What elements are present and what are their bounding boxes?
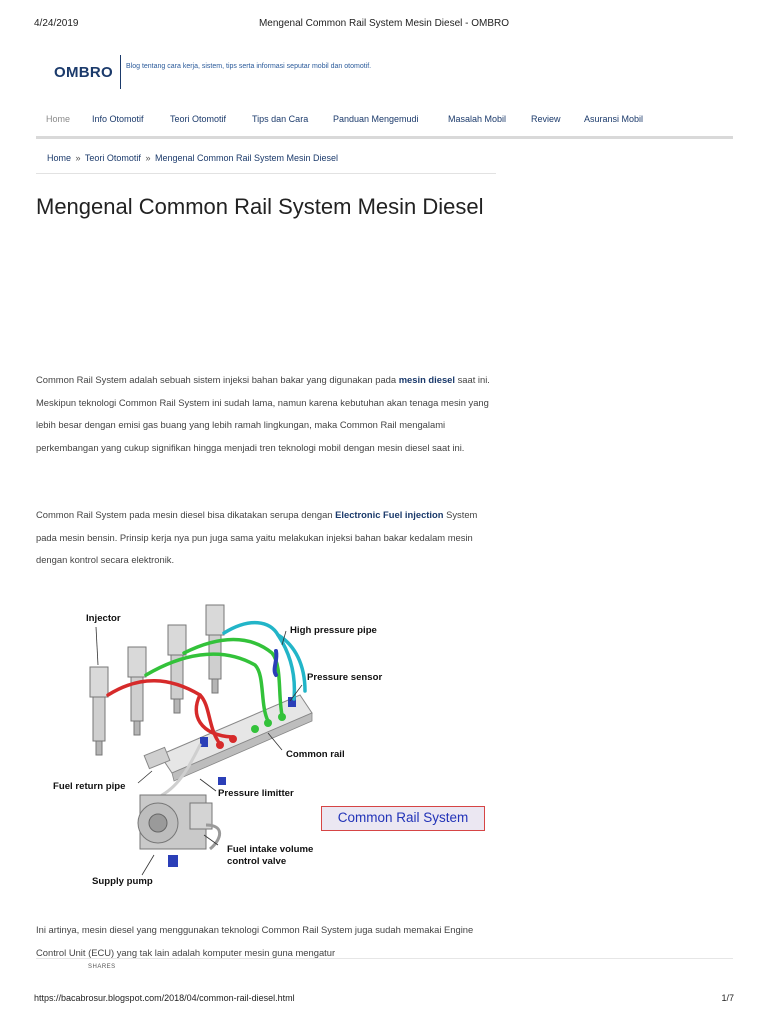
paragraph-text: System pada mesin bensin. Prinsip kerja … [36, 509, 478, 565]
shares-divider [36, 958, 733, 959]
paragraph-text: Common Rail System pada mesin diesel bis… [36, 509, 336, 520]
breadcrumb-current[interactable]: Mengenal Common Rail System Mesin Diesel [154, 153, 339, 163]
breadcrumb-separator: » [75, 153, 81, 163]
print-doc-title: Mengenal Common Rail System Mesin Diesel… [258, 18, 510, 29]
nav-item-review[interactable]: Review [531, 114, 561, 124]
link-electronic-fuel-injection[interactable]: Electronic Fuel injection [335, 509, 444, 520]
breadcrumb-home[interactable]: Home [47, 153, 72, 163]
common-rail-diagram: Injector High pressure pipe Pressure sen… [50, 595, 490, 890]
label-common-rail: Common rail [286, 749, 345, 760]
nav-item-info-otomotif[interactable]: Info Otomotif [92, 114, 144, 124]
common-rail-body [143, 694, 313, 782]
label-fuel-return-pipe: Fuel return pipe [53, 781, 126, 792]
nav-item-teori-otomotif[interactable]: Teori Otomotif [170, 114, 227, 124]
label-pressure-limitter: Pressure limitter [218, 788, 294, 799]
nav-item-asuransi-mobil[interactable]: Asuransi Mobil [584, 114, 644, 124]
site-logo[interactable]: OMBRO [54, 64, 113, 81]
label-control-valve: control valve [227, 856, 287, 867]
label-fuel-intake-volume: Fuel intake volume [227, 844, 314, 855]
paragraph-text: saat ini. Meskipun teknologi Common Rail… [36, 374, 490, 453]
breadcrumb-separator: » [145, 153, 151, 163]
shares-label: SHARES [88, 964, 116, 970]
breadcrumb-divider [36, 173, 496, 174]
post-paragraph-1: Common Rail System adalah sebuah sistem … [36, 369, 496, 459]
nav-item-tips-dan-cara[interactable]: Tips dan Cara [252, 114, 309, 124]
label-injector: Injector [86, 613, 121, 624]
logo-divider [120, 55, 121, 89]
site-tagline: Blog tentang cara kerja, sistem, tips se… [126, 63, 372, 70]
post-title: Mengenal Common Rail System Mesin Diesel [36, 194, 484, 219]
nav-item-masalah-mobil[interactable]: Masalah Mobil [448, 114, 507, 124]
post-paragraph-2: Common Rail System pada mesin diesel bis… [36, 504, 496, 572]
supply-pump [137, 794, 222, 867]
label-supply-pump: Supply pump [92, 876, 153, 887]
nav-item-home[interactable]: Home [46, 114, 71, 124]
nav-item-panduan-mengemudi[interactable]: Panduan Mengemudi [333, 114, 419, 124]
common-rail-illustration [89, 604, 313, 876]
breadcrumb: Home » Teori Otomotif » Mengenal Common … [47, 153, 338, 163]
label-pressure-sensor: Pressure sensor [307, 672, 383, 683]
print-date: 4/24/2019 [34, 18, 79, 29]
site-header: OMBRO Blog tentang cara kerja, sistem, t… [54, 55, 494, 89]
link-mesin-diesel[interactable]: mesin diesel [398, 374, 455, 385]
post-paragraph-3: Ini artinya, mesin diesel yang menggunak… [36, 924, 474, 958]
injectors [89, 604, 225, 756]
print-url: https://bacabrosur.blogspot.com/2018/04/… [34, 993, 295, 1003]
common-rail-system-badge: Common Rail System [321, 806, 485, 831]
paragraph-text: Common Rail System adalah sebuah sistem … [36, 374, 399, 385]
leader-arrows [95, 626, 303, 876]
label-high-pressure-pipe: High pressure pipe [290, 625, 377, 636]
nav-bottom-bar [36, 136, 733, 139]
main-nav: Home Info Otomotif Teori Otomotif Tips d… [36, 114, 733, 136]
breadcrumb-category[interactable]: Teori Otomotif [84, 153, 141, 163]
print-page-number: 1/7 [721, 993, 734, 1003]
fuel-lines [106, 620, 307, 797]
